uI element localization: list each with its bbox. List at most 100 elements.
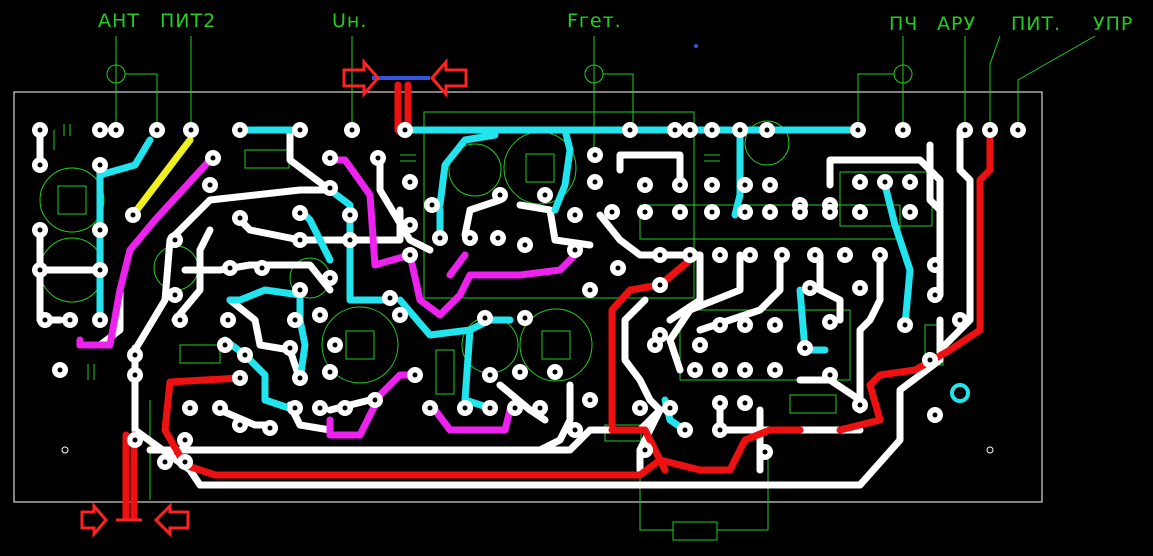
pad-hole [172,237,178,243]
pad-hole [687,252,693,258]
pad-hole [237,127,243,133]
pad-hole [857,285,863,291]
pad-hole [742,209,748,215]
label-ant: АНТ [98,10,140,32]
label-pit2: ПИТ2 [160,10,217,32]
pad-hole [932,412,938,418]
pad-hole [642,209,648,215]
pad-hole [37,267,43,273]
pad-hole [37,162,43,168]
pad-hole [427,405,433,411]
pad-hole [154,127,160,133]
pad-hole [907,179,913,185]
pad-hole [512,405,518,411]
pad-hole [877,252,883,258]
pad-hole [188,127,194,133]
pad-hole [267,425,273,431]
pad-hole [407,179,413,185]
pad-hole [742,182,748,188]
pad-hole [642,182,648,188]
pad-hole [187,405,193,411]
pad-hole [237,375,243,381]
pad-hole [132,372,138,378]
traces-white [36,126,974,489]
pad-hole [962,127,968,133]
pad-hole [297,287,303,293]
pad-hole [767,182,773,188]
pad-hole [297,210,303,216]
pad-hole [522,242,528,248]
pad-hole [927,357,933,363]
pad-hole [327,275,333,281]
pad-hole [210,155,216,161]
pad-hole [812,252,818,258]
label-fget: Fгет. [567,10,622,32]
pad-hole [717,427,723,433]
pad-hole [97,267,103,273]
pad-hole [327,155,333,161]
pad-hole [429,202,435,208]
pad-hole [779,252,785,258]
pad-hole [57,367,63,373]
pad-hole [987,127,993,133]
pad-hole [907,209,913,215]
pad-hole [932,292,938,298]
pad-hole [772,367,778,373]
pad-hole [767,209,773,215]
pad-hole [227,265,233,271]
traces-red [122,81,994,522]
pad-hole [857,209,863,215]
pad-hole [37,227,43,233]
pad-hole [67,317,73,323]
pad-hole [637,405,643,411]
label-upr: УПР [1093,13,1134,35]
pad-hole [537,405,543,411]
pad-hole [462,405,468,411]
pad-hole [592,152,598,158]
pad-hole [797,209,803,215]
pad-hole [762,449,768,455]
pad-hole [402,127,408,133]
pad-hole [237,422,243,428]
pad-hole [827,319,833,325]
pad-hole [327,185,333,191]
pad-hole [97,227,103,233]
pad-hole [317,312,323,318]
mounting-hole [986,446,994,454]
pad-hole [609,209,615,215]
pad-hole [242,352,248,358]
pad-hole [132,437,138,443]
pad-hole [495,235,501,241]
pad-hole [687,127,693,133]
power-arrows [80,58,468,539]
pad-hole [652,342,658,348]
traces-magenta [76,156,579,439]
pad-hole [467,235,473,241]
pad-hole [1015,127,1021,133]
pad-hole [332,342,338,348]
pad-hole [372,397,378,403]
pad-hole [297,237,303,243]
pad-hole [572,212,578,218]
pad-hole [397,312,403,318]
pad-hole [225,317,231,323]
pad-hole [657,282,663,288]
pad-hole [542,192,548,198]
pad-hole [37,127,43,133]
label-pch: ПЧ [889,13,919,35]
pad-hole [207,182,213,188]
pad-hole [317,405,323,411]
pad-hole [807,285,813,291]
pad-hole [677,209,683,215]
pad-hole [572,247,578,253]
pad-hole [327,369,333,375]
pad-hole [237,215,243,221]
pad-hole [349,127,355,133]
pad-hole [672,127,678,133]
pad-hole [747,252,753,258]
pad-hole [717,322,723,328]
pad-hole [855,127,861,133]
pad-hole [177,317,183,323]
label-aru: АРУ [937,13,977,35]
